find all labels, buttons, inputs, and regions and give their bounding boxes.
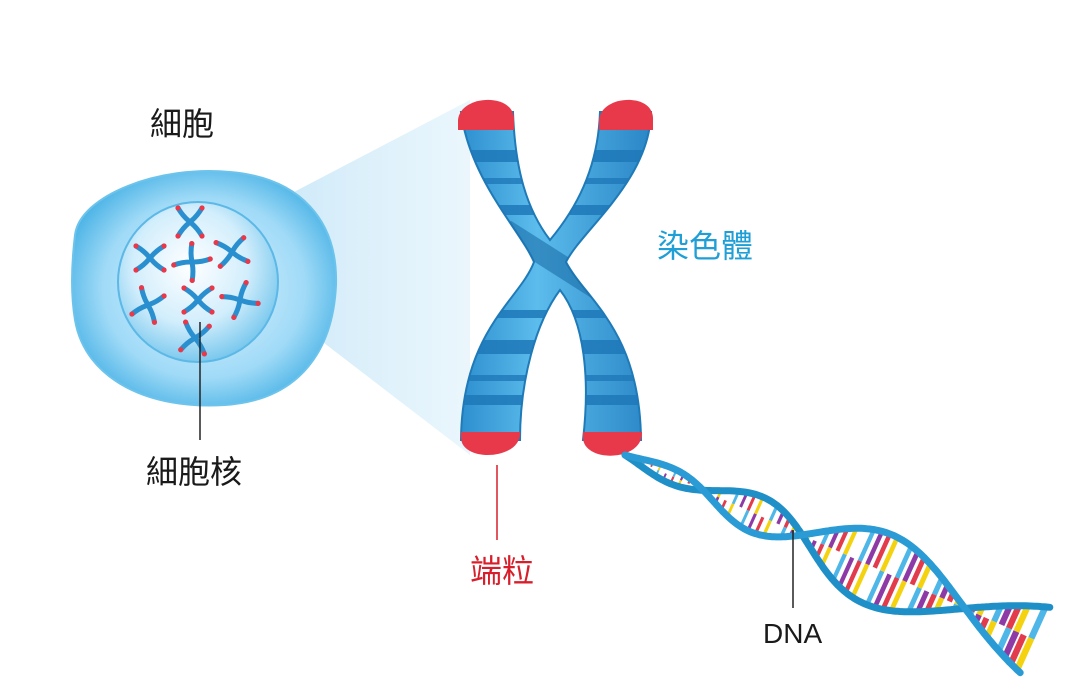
dna-strand-b xyxy=(621,451,1024,677)
magnification-cone xyxy=(250,100,470,455)
telomere-caps xyxy=(458,99,653,456)
cell-label: 細胞 xyxy=(150,105,215,143)
nucleus-icon xyxy=(117,201,279,363)
mini-chromosomes xyxy=(129,205,261,357)
telomere-label: 端粒 xyxy=(470,552,535,590)
mini-chromosome-icon xyxy=(178,319,212,357)
chromosome-label: 染色體 xyxy=(657,227,754,265)
dna-helix-icon xyxy=(621,451,1054,677)
mini-chromosome-icon xyxy=(213,235,251,269)
dna-label: DNA xyxy=(763,618,823,649)
nucleus-label: 細胞核 xyxy=(146,453,243,491)
mini-chromosome-icon xyxy=(129,285,167,325)
mini-chromosome-icon xyxy=(171,240,213,284)
mini-chromosome-icon xyxy=(133,243,167,273)
mini-chromosome-icon xyxy=(175,205,205,239)
chromosome-icon xyxy=(458,99,653,456)
mini-chromosome-icon xyxy=(181,285,215,315)
mini-chromosome-icon xyxy=(219,280,261,320)
